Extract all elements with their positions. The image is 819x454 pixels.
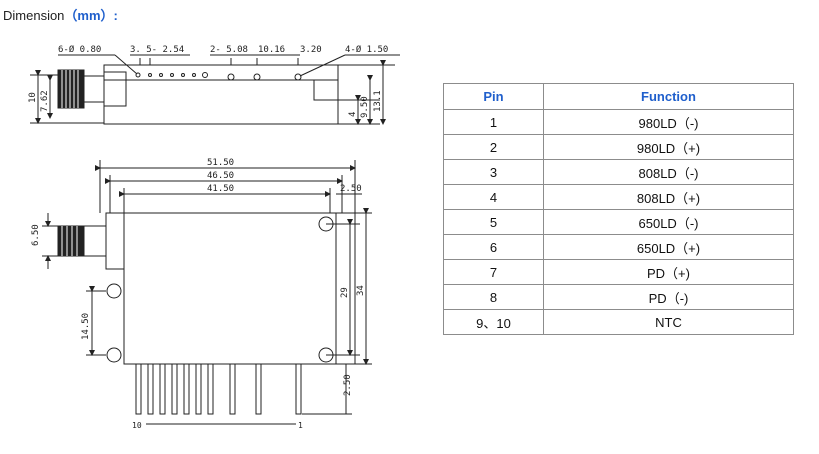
pin-cell: 1 [443,109,544,135]
page-title: Dimension（mm）: [3,5,118,24]
pin-cell: 6 [443,234,544,260]
dim-side-762: 7.62 [40,90,50,112]
function-cell: 980LD（-) [543,109,794,135]
mechanical-drawing: 6-Ø 0.80 3. 5- 2.54 2- 5.08 10.16 3.20 4… [28,44,400,430]
dim-spacing: 10.16 [258,45,285,55]
dim-pin-length: 2.50 [343,374,353,396]
top-view-body [123,212,337,365]
pin-cell: 5 [443,209,544,235]
dim-side-950: 9.50 [360,96,370,118]
dim-height-1450: 14.50 [81,313,91,340]
table-header-row: Pin Function [443,83,794,110]
dim-hole-large: 4-Ø 1.50 [345,44,388,55]
function-cell: NTC [543,309,794,335]
dim-side-10: 10 [28,92,38,103]
function-cell: 808LD（+) [543,184,794,210]
header-pin: Pin [443,83,544,110]
pin-label-1: 1 [298,421,303,430]
pin-cell: 2 [443,134,544,160]
pin-cell: 8 [443,284,544,310]
function-cell: 808LD（-) [543,159,794,185]
title-unit: （mm）: [64,8,118,23]
dim-pitch-large: 2- 5.08 [210,45,248,55]
dim-width-5150: 51.50 [207,158,234,168]
pin-leads [135,363,302,415]
dim-pitch-small: 3. 5- 2.54 [130,45,184,55]
dim-fiber-650: 6.50 [31,224,41,246]
dim-width-4650: 46.50 [207,171,234,181]
function-cell: 650LD（-) [543,209,794,235]
dim-height-34: 34 [356,285,366,296]
dim-edge-250: 2.50 [340,184,362,194]
function-cell: PD（+) [543,259,794,285]
header-function: Function [543,83,794,110]
dim-side-4: 4 [348,112,358,117]
dim-height-29: 29 [340,287,350,298]
title-label: Dimension [3,8,65,23]
pin-cell: 7 [443,259,544,285]
pin-cell: 4 [443,184,544,210]
function-cell: 650LD（+) [543,234,794,260]
dim-hole-small: 6-Ø 0.80 [58,44,101,55]
dim-offset-top: 3.20 [300,45,322,55]
pin-cell: 3 [443,159,544,185]
function-cell: 980LD（+) [543,134,794,160]
dim-width-4150: 41.50 [207,184,234,194]
function-cell: PD（-) [543,284,794,310]
pin-cell: 9、10 [443,309,544,335]
dim-side-131: 13.1 [373,90,383,112]
pin-label-10: 10 [132,421,142,430]
